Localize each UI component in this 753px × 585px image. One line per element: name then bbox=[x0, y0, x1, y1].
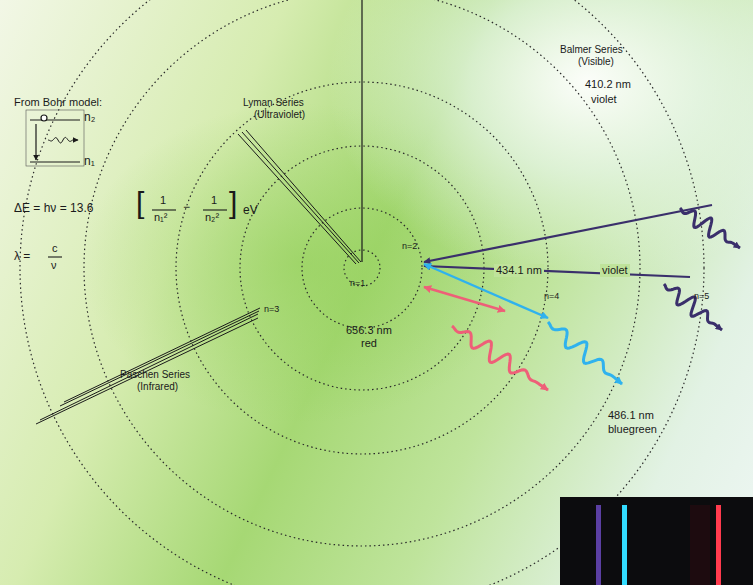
text-label: c bbox=[52, 242, 58, 255]
text-label: ν bbox=[51, 259, 57, 272]
text-label: n₁² bbox=[154, 211, 168, 224]
text-label: n₂² bbox=[205, 211, 219, 224]
transition-line bbox=[361, 0, 362, 262]
inset-levels bbox=[26, 110, 84, 166]
text-label: (Visible) bbox=[578, 56, 614, 68]
text-label: n=5 bbox=[694, 291, 709, 301]
text-label: (Infrared) bbox=[137, 381, 178, 393]
text-label: red bbox=[361, 337, 377, 350]
text-label: violet bbox=[600, 264, 630, 277]
text-label: ΔE = hν = 13.6 bbox=[14, 202, 93, 216]
text-label: From Bohr model: bbox=[14, 96, 102, 109]
text-label: Balmer Series bbox=[560, 44, 623, 56]
text-label: 1 bbox=[160, 194, 166, 207]
text-label: 1 bbox=[211, 194, 217, 207]
text-label: [ bbox=[136, 188, 144, 218]
text-label: n=2 bbox=[402, 241, 417, 251]
text-label: ] bbox=[229, 188, 237, 218]
text-label: violet bbox=[591, 93, 617, 106]
violet-transition bbox=[424, 266, 690, 277]
text-label: − bbox=[183, 201, 190, 215]
photon-wave bbox=[664, 284, 722, 330]
text-label: n=3 bbox=[264, 304, 279, 314]
text-label: n=1 bbox=[350, 278, 365, 288]
text-label: n₁ bbox=[84, 155, 95, 169]
text-label: n₂ bbox=[84, 111, 95, 125]
text-label: Paschen Series bbox=[120, 369, 190, 381]
photon-wave bbox=[48, 137, 78, 143]
text-label: λ = bbox=[14, 250, 30, 264]
photon-wave bbox=[452, 326, 548, 390]
spectrum-photo bbox=[560, 497, 753, 585]
text-label: 486.1 nm bbox=[608, 409, 654, 422]
photon-wave bbox=[680, 208, 740, 248]
text-label: 434.1 nm bbox=[494, 264, 544, 277]
text-label: bluegreen bbox=[608, 423, 657, 436]
red-transition bbox=[424, 287, 505, 311]
text-label: eV bbox=[243, 204, 258, 218]
paschen-lines bbox=[36, 308, 260, 424]
photon-wave bbox=[548, 322, 622, 384]
text-label: n=4 bbox=[544, 291, 559, 301]
text-label: (Ultraviolet) bbox=[254, 109, 305, 121]
text-label: 410.2 nm bbox=[585, 78, 631, 91]
lyman-lines bbox=[238, 130, 361, 264]
violet-transition bbox=[424, 205, 712, 262]
text-label: 656.3 nm bbox=[346, 324, 392, 337]
bluegreen-transition bbox=[424, 264, 548, 318]
text-label: Lyman Series bbox=[243, 97, 304, 109]
photon-waves bbox=[48, 137, 740, 390]
